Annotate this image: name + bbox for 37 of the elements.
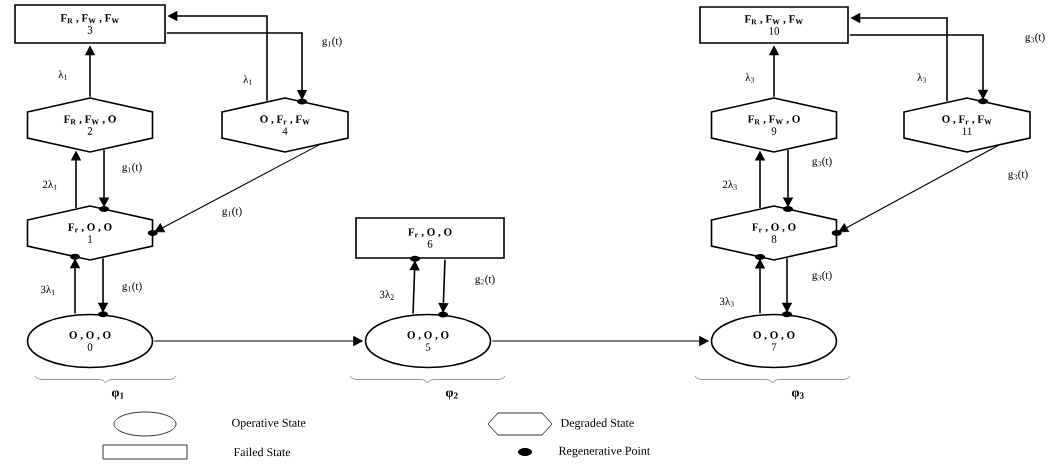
edge-label: g$_{1}$(t): [120, 281, 144, 293]
edge-label: λ$_{1}$: [242, 74, 254, 86]
edge-label: g$_{1}$(t): [320, 36, 344, 48]
edge-label: 3λ$_{2}$: [378, 289, 396, 301]
failed-state-box: F$_{R}$ , F$_{W}$ , F$_{W}$ 3: [14, 4, 166, 44]
legend-item: Operative State: [113, 411, 306, 437]
edge-label: λ$_{1}$: [57, 69, 69, 81]
edge-label: g$_{2}$(t): [473, 274, 497, 286]
edge-label: g$_{3}$(t): [810, 156, 834, 168]
edge-label: g$_{1}$(t): [120, 162, 144, 174]
edge-label: g$_{1}$(t): [220, 206, 244, 218]
degraded-state-hexagon: F$_{R}$ , F$_{W}$ , O 2: [26, 97, 154, 153]
edge-label: g$_{3}$(t): [1023, 32, 1047, 44]
edge-label: 3λ$_{3}$: [718, 296, 736, 308]
degraded-state-hexagon: O , F$_{r}$ , F$_{W}$ 11: [903, 97, 1031, 153]
arrow: [166, 32, 308, 100]
phase-label: φ$_{3}$: [791, 390, 804, 400]
edge-label: g$_{3}$(t): [810, 270, 834, 282]
phase-label: φ$_{1}$: [111, 390, 124, 400]
edge-label: 3λ$_{1}$: [39, 284, 57, 296]
degraded-state-hexagon: F$_{r}$ , O , O 1: [26, 205, 154, 261]
edge-label: 2λ$_{3}$: [721, 179, 739, 191]
arrow: [838, 145, 999, 233]
degraded-state-hexagon: O , F$_{r}$ , F$_{W}$ 4: [221, 97, 349, 153]
phase-label: φ$_{2}$: [445, 390, 458, 400]
legend-item: Degraded State: [487, 412, 634, 436]
legend-item: Regenerative Point: [518, 446, 651, 458]
failed-state-box: F$_{r}$ , O , O 6: [355, 217, 505, 259]
failed-state-box: F$_{R}$ , F$_{W}$ , F$_{W}$ 10: [699, 6, 849, 44]
legend-item: Failed State: [102, 444, 291, 460]
edge-label: λ$_{3}$: [744, 72, 756, 84]
degraded-state-hexagon: F$_{r}$ , O , O 8: [710, 205, 838, 261]
edge-label: λ$_{3}$: [916, 72, 928, 84]
edge-label: g$_{3}$(t): [1006, 169, 1030, 181]
edge-label: 2λ$_{1}$: [41, 179, 59, 191]
arrow: [154, 144, 320, 233]
degraded-state-hexagon: F$_{R}$ , F$_{W}$ , O 9: [710, 97, 838, 153]
